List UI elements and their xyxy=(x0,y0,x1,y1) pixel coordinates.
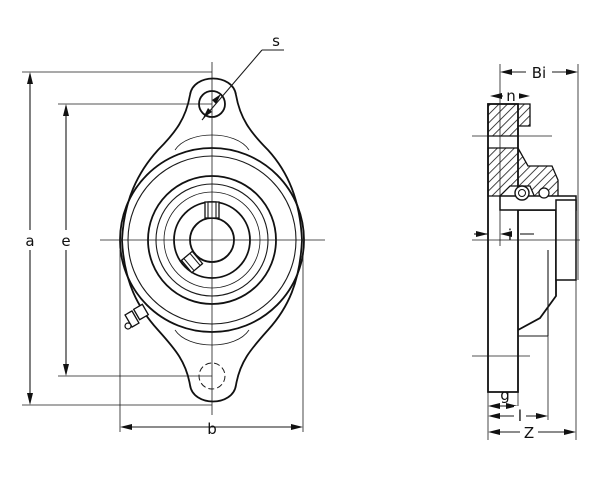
label-b: b xyxy=(207,420,217,438)
label-e: e xyxy=(61,232,70,250)
label-Z: Z xyxy=(524,424,534,442)
label-n: n xyxy=(506,87,516,105)
side-housing-body xyxy=(517,209,557,331)
label-l: l xyxy=(518,407,522,425)
set-screw-left xyxy=(180,250,204,274)
side-flange-plate xyxy=(487,103,519,393)
side-view xyxy=(472,103,580,393)
grease-nipple xyxy=(124,303,150,330)
label-s: s xyxy=(272,32,280,50)
flange-outline xyxy=(121,77,303,403)
front-dimensions: a e b s xyxy=(20,32,304,438)
dim-s-leader xyxy=(201,49,263,121)
side-dimensions: Bi n i g l Z xyxy=(474,62,579,442)
side-flange-hatched-top xyxy=(487,103,531,137)
label-a: a xyxy=(25,232,34,250)
label-Bi: Bi xyxy=(532,64,546,82)
front-view xyxy=(100,62,325,415)
label-i: i xyxy=(508,226,512,244)
label-g: g xyxy=(500,386,510,404)
